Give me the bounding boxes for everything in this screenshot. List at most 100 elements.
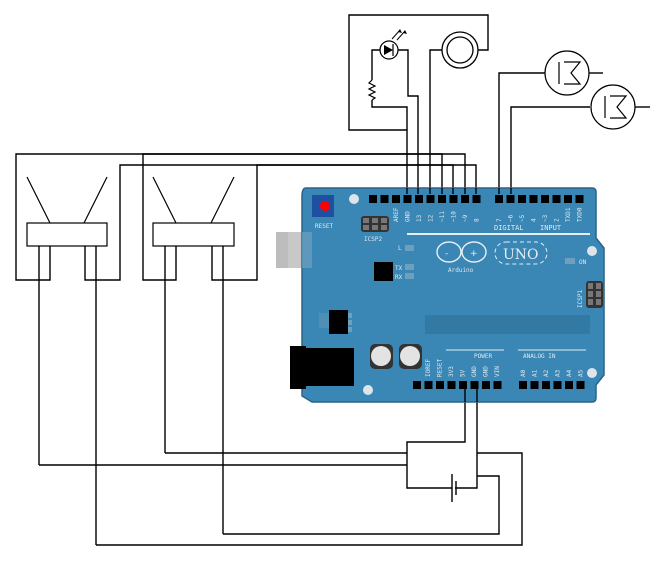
header-pin[interactable] bbox=[459, 381, 467, 389]
header-pin[interactable] bbox=[482, 381, 490, 389]
reset-button[interactable] bbox=[312, 195, 334, 217]
header-pin[interactable] bbox=[552, 195, 561, 203]
header-pin[interactable] bbox=[413, 381, 421, 389]
switch-2 bbox=[142, 153, 477, 534]
pin-label: GND bbox=[471, 366, 478, 377]
header-pin[interactable] bbox=[438, 195, 446, 203]
wire-relay1 bbox=[498, 72, 545, 190]
pin-label: GND bbox=[405, 211, 412, 222]
power-jack bbox=[290, 346, 306, 389]
uno-badge bbox=[494, 241, 548, 265]
pin-label: A3 bbox=[555, 369, 562, 377]
pin-label: 2 bbox=[554, 218, 561, 222]
header-pin[interactable] bbox=[519, 381, 527, 389]
header-pin[interactable] bbox=[518, 195, 526, 203]
wire-relay2 bbox=[510, 106, 590, 190]
wire-switch2-a bbox=[142, 153, 466, 281]
header-pin[interactable] bbox=[424, 381, 433, 389]
header-pin[interactable] bbox=[575, 195, 584, 203]
voltage-regulator bbox=[329, 310, 348, 334]
icsp2-header bbox=[361, 216, 389, 232]
header-pin[interactable] bbox=[564, 195, 572, 203]
arduino-logo-icon: - + bbox=[436, 241, 487, 263]
wire-resistor bbox=[371, 100, 408, 130]
battery-icon bbox=[451, 474, 457, 502]
relay-icon bbox=[590, 84, 636, 130]
header-pin[interactable] bbox=[541, 195, 549, 203]
power-header bbox=[413, 381, 502, 389]
relay-1 bbox=[498, 50, 603, 190]
tx-label: TX bbox=[395, 265, 403, 272]
led-on bbox=[565, 258, 575, 264]
mount-hole bbox=[587, 368, 597, 378]
arduino-board: RESET ICSP2 L TX RX bbox=[276, 187, 605, 403]
header-pin[interactable] bbox=[415, 195, 423, 203]
header-pin[interactable] bbox=[553, 381, 562, 389]
switch-icon bbox=[26, 176, 108, 247]
digital-label: DIGITAL bbox=[494, 224, 524, 232]
header-pin[interactable] bbox=[447, 381, 456, 389]
pin-label: RESET bbox=[437, 359, 444, 377]
header-pin[interactable] bbox=[470, 381, 479, 389]
digital-header-a bbox=[369, 195, 481, 203]
pin-label: TXD0 bbox=[577, 207, 584, 222]
header-pin[interactable] bbox=[436, 381, 444, 389]
header-pin[interactable] bbox=[529, 195, 538, 203]
icsp1-header bbox=[586, 281, 603, 308]
wire-switch1-b bbox=[84, 164, 454, 281]
mount-hole bbox=[587, 246, 597, 256]
pin-label: 8 bbox=[474, 218, 481, 222]
relay-2 bbox=[510, 84, 650, 190]
svg-text:+: + bbox=[470, 249, 478, 259]
capacitor bbox=[399, 344, 422, 369]
pin-label: 5V bbox=[460, 369, 467, 377]
pin-label: 4 bbox=[531, 218, 538, 222]
header-pin[interactable] bbox=[576, 381, 585, 389]
resistor-icon bbox=[367, 79, 377, 101]
arduino-logo-text: Arduino bbox=[448, 267, 474, 274]
pin-label: 13 bbox=[416, 214, 423, 222]
pin-label: ~5 bbox=[519, 214, 526, 222]
pin-label: GND bbox=[483, 366, 490, 377]
header-pin[interactable] bbox=[380, 195, 389, 203]
photocell-icon bbox=[441, 31, 479, 69]
header-pin[interactable] bbox=[493, 381, 502, 389]
power-network bbox=[39, 398, 523, 546]
power-label: POWER bbox=[474, 353, 492, 360]
pin-label: ~9 bbox=[462, 214, 469, 222]
sensor-loop bbox=[348, 14, 489, 190]
wire-switch1-a bbox=[15, 153, 443, 281]
digital-header-b bbox=[495, 195, 584, 203]
wire-right-inner bbox=[223, 475, 500, 535]
icsp2-label: ICSP2 bbox=[364, 236, 382, 243]
pin-label: A2 bbox=[543, 369, 550, 377]
pin-label: AREF bbox=[393, 207, 400, 222]
relay-icon bbox=[544, 50, 590, 96]
header-pin[interactable] bbox=[472, 195, 481, 203]
pin-label: A0 bbox=[520, 369, 527, 377]
header-pin[interactable] bbox=[369, 195, 377, 203]
reset-dot-icon bbox=[320, 201, 330, 211]
board-wire-stubs bbox=[406, 188, 512, 402]
header-pin[interactable] bbox=[565, 381, 573, 389]
header-pin[interactable] bbox=[426, 195, 435, 203]
header-pin[interactable] bbox=[542, 381, 550, 389]
header-pin[interactable] bbox=[449, 195, 458, 203]
pin-label: VIN bbox=[494, 366, 501, 377]
led-l bbox=[405, 245, 414, 251]
chip-small bbox=[374, 262, 393, 281]
header-pin[interactable] bbox=[530, 381, 539, 389]
header-pin[interactable] bbox=[495, 195, 503, 203]
header-pin[interactable] bbox=[403, 195, 412, 203]
wire-5v bbox=[406, 398, 466, 489]
chip-main bbox=[425, 315, 590, 334]
mount-hole bbox=[363, 385, 373, 395]
pin-label: A1 bbox=[532, 369, 539, 377]
header-pin[interactable] bbox=[461, 195, 469, 203]
header-pin[interactable] bbox=[392, 195, 400, 203]
svg-text:-: - bbox=[445, 249, 448, 259]
rx-label: RX bbox=[395, 274, 403, 281]
header-pin[interactable] bbox=[506, 195, 515, 203]
